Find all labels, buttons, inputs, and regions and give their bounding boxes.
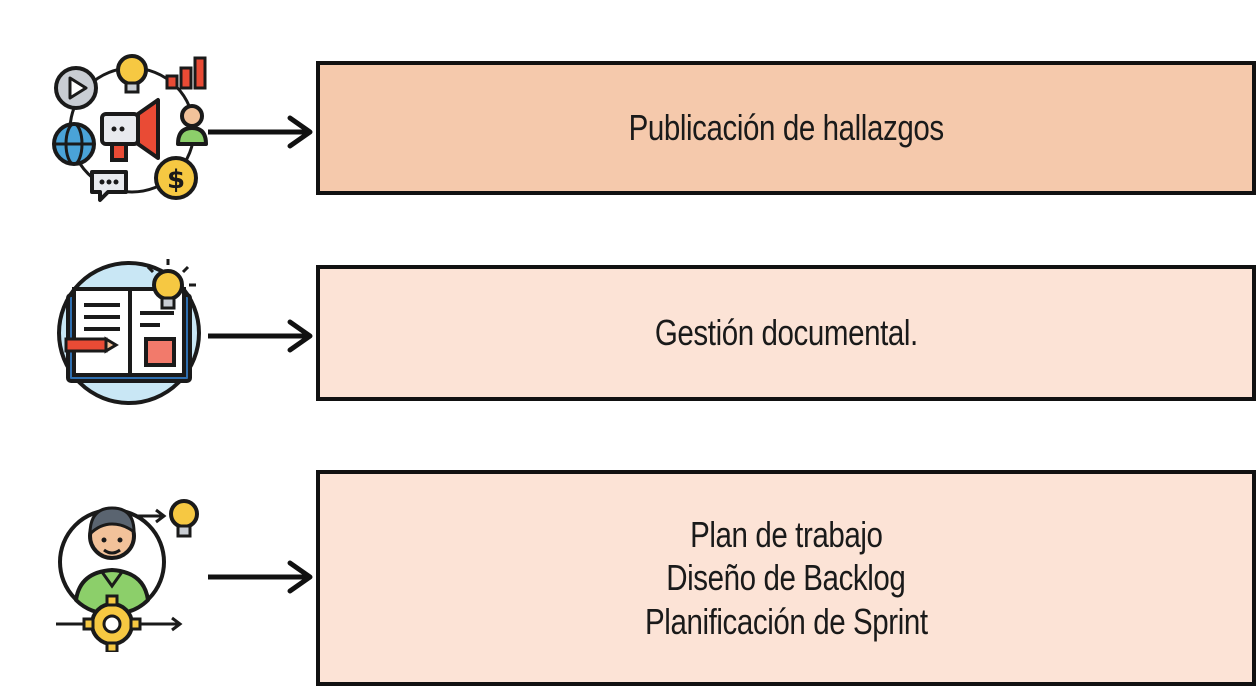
arrow-row-1 — [208, 115, 313, 149]
svg-text:$: $ — [167, 165, 185, 195]
box-plan-trabajo: Plan de trabajo Diseño de Backlog Planif… — [316, 470, 1256, 686]
box-1-line-1: Publicación de hallazgos — [628, 107, 944, 149]
box-gestion-documental: Gestión documental. — [316, 265, 1256, 401]
box-3-line-1: Plan de trabajo — [689, 514, 883, 556]
box-3-line-3: Planificación de Sprint — [644, 600, 928, 642]
box-publicacion-hallazgos: Publicación de hallazgos — [316, 61, 1256, 195]
marketing-megaphone-icon: $ — [52, 54, 208, 202]
arrow-row-3 — [208, 560, 313, 594]
box-2-line-1: Gestión documental. — [654, 312, 918, 354]
box-3-line-2: Diseño de Backlog — [666, 557, 906, 599]
open-book-idea-icon — [57, 259, 201, 405]
person-idea-gear-icon — [56, 499, 199, 652]
arrow-row-2 — [208, 319, 313, 353]
